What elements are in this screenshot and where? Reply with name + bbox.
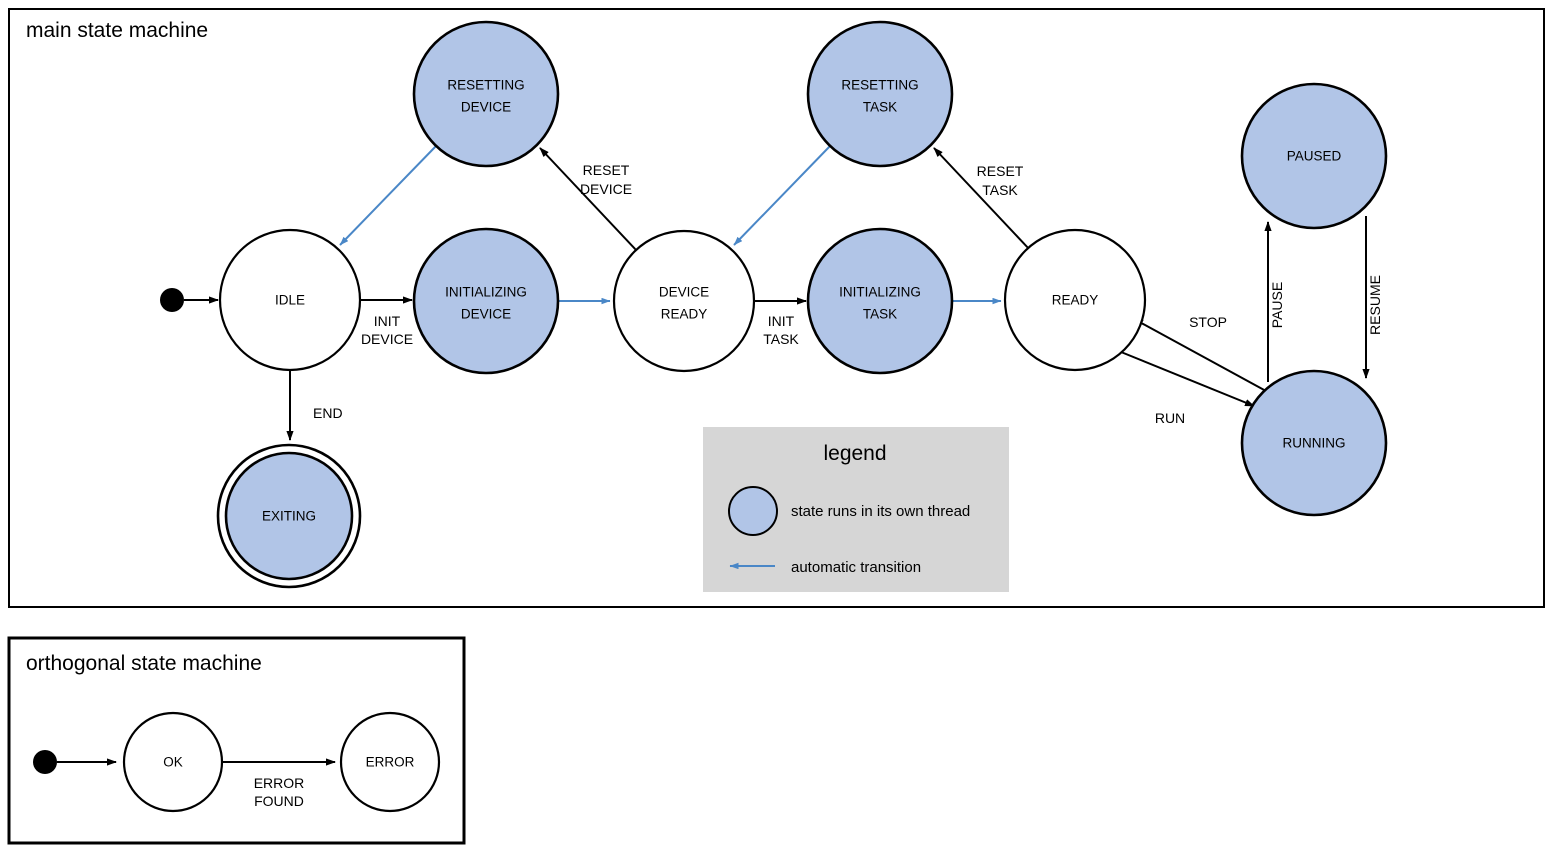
transition-idle-exiting: END	[286, 370, 343, 441]
state-initializing-task-label-line1: INITIALIZING	[839, 285, 921, 300]
transition-ready-running: RUN	[1120, 351, 1255, 426]
state-ready-label: READY	[1052, 293, 1099, 308]
edge-label-error-found-line1: ERROR	[254, 775, 305, 791]
legend-thread-text: state runs in its own thread	[791, 503, 970, 520]
edge-label-reset-device-line2: DEVICE	[580, 181, 632, 197]
transition-device-ready-resetting-device: RESET DEVICE	[539, 147, 637, 251]
state-ok[interactable]: OK	[122, 711, 224, 813]
state-initializing-task-circle[interactable]	[806, 227, 954, 375]
orthogonal-frame-title: orthogonal state machine	[26, 652, 262, 675]
edge-ready-resetting-task	[933, 147, 1031, 251]
state-device-ready-label-line2: READY	[661, 307, 708, 322]
edge-label-init-device-line2: DEVICE	[361, 331, 413, 347]
edge-label-stop: STOP	[1189, 314, 1227, 330]
edge-label-reset-task-line1: RESET	[977, 163, 1024, 179]
orthogonal-initial-state-dot	[33, 750, 57, 774]
transition-ok-error: ERROR FOUND	[222, 758, 336, 809]
state-exiting[interactable]: EXITING	[216, 443, 362, 589]
state-initializing-task-label-line2: TASK	[863, 307, 897, 322]
state-paused-circle[interactable]	[1240, 82, 1388, 230]
transition-paused-running: RESUME	[1362, 216, 1383, 379]
state-resetting-device-circle[interactable]	[412, 20, 560, 168]
state-device-ready-circle[interactable]	[612, 229, 756, 373]
transition-idle-initializing-device: INIT DEVICE	[360, 296, 413, 347]
state-ok-label: OK	[163, 755, 183, 770]
state-paused[interactable]: PAUSED	[1240, 82, 1388, 230]
state-ready-circle[interactable]	[1003, 228, 1147, 372]
edge-label-reset-task-line2: TASK	[982, 182, 1018, 198]
transition-resetting-task-device-ready	[733, 144, 832, 246]
transition-running-paused: PAUSE	[1264, 221, 1285, 382]
edge-running-ready	[1133, 318, 1267, 392]
state-resetting-task-label-line1: RESETTING	[841, 78, 918, 93]
state-initializing-device-circle[interactable]	[412, 227, 560, 375]
transition-ready-resetting-task: RESET TASK	[933, 147, 1031, 251]
main-frame-title: main state machine	[26, 19, 208, 42]
edge-resetting-device-idle	[339, 144, 438, 246]
transition-initial-idle	[160, 288, 219, 312]
edge-resetting-task-device-ready	[733, 144, 832, 246]
state-running-circle[interactable]	[1240, 369, 1388, 517]
state-running[interactable]: RUNNING	[1240, 369, 1388, 517]
state-initializing-device-label-line2: DEVICE	[461, 307, 511, 322]
state-initializing-task[interactable]: INITIALIZING TASK	[806, 227, 954, 375]
edge-label-resume: RESUME	[1367, 275, 1383, 335]
state-error[interactable]: ERROR	[339, 711, 441, 813]
state-resetting-task-circle[interactable]	[806, 20, 954, 168]
legend-title: legend	[823, 442, 886, 465]
state-initializing-device[interactable]: INITIALIZING DEVICE	[412, 227, 560, 375]
state-exiting-circle[interactable]	[224, 451, 354, 581]
legend-thread-swatch-icon	[728, 486, 778, 536]
state-idle-label: IDLE	[275, 293, 305, 308]
edge-label-run: RUN	[1155, 410, 1185, 426]
state-ok-circle[interactable]	[122, 711, 224, 813]
state-exiting-label: EXITING	[262, 509, 316, 524]
transition-device-ready-initializing-task: INIT TASK	[754, 297, 807, 347]
legend: legend state runs in its own thread auto…	[703, 427, 1009, 592]
state-error-label: ERROR	[366, 755, 415, 770]
state-device-ready-label-line1: DEVICE	[659, 285, 709, 300]
edge-ready-running	[1120, 351, 1255, 407]
state-initializing-device-label-line1: INITIALIZING	[445, 285, 527, 300]
edge-label-end: END	[313, 405, 343, 421]
state-resetting-task[interactable]: RESETTING TASK	[806, 20, 954, 168]
state-resetting-device-label-line1: RESETTING	[447, 78, 524, 93]
edge-label-reset-device-line1: RESET	[583, 162, 630, 178]
state-error-circle[interactable]	[339, 711, 441, 813]
edge-label-init-device-line1: INIT	[374, 313, 401, 329]
state-idle-circle[interactable]	[218, 228, 362, 372]
edge-label-init-task-line2: TASK	[763, 331, 799, 347]
transition-orthogonal-initial-ok	[33, 750, 117, 774]
transition-resetting-device-idle	[339, 144, 438, 246]
edge-label-error-found-line2: FOUND	[254, 793, 304, 809]
state-resetting-task-label-line2: TASK	[863, 100, 897, 115]
initial-state-dot	[160, 288, 184, 312]
edge-label-pause: PAUSE	[1269, 282, 1285, 328]
state-resetting-device[interactable]: RESETTING DEVICE	[412, 20, 560, 168]
state-idle[interactable]: IDLE	[218, 228, 362, 372]
transition-running-ready: STOP	[1133, 314, 1267, 392]
state-device-ready[interactable]: DEVICE READY	[612, 229, 756, 373]
edge-label-init-task-line1: INIT	[768, 313, 795, 329]
state-resetting-device-label-line2: DEVICE	[461, 100, 511, 115]
edge-device-ready-resetting-device	[539, 147, 637, 251]
state-ready[interactable]: READY	[1003, 228, 1147, 372]
state-running-label: RUNNING	[1283, 436, 1346, 451]
state-paused-label: PAUSED	[1287, 149, 1342, 164]
legend-auto-text: automatic transition	[791, 559, 921, 576]
